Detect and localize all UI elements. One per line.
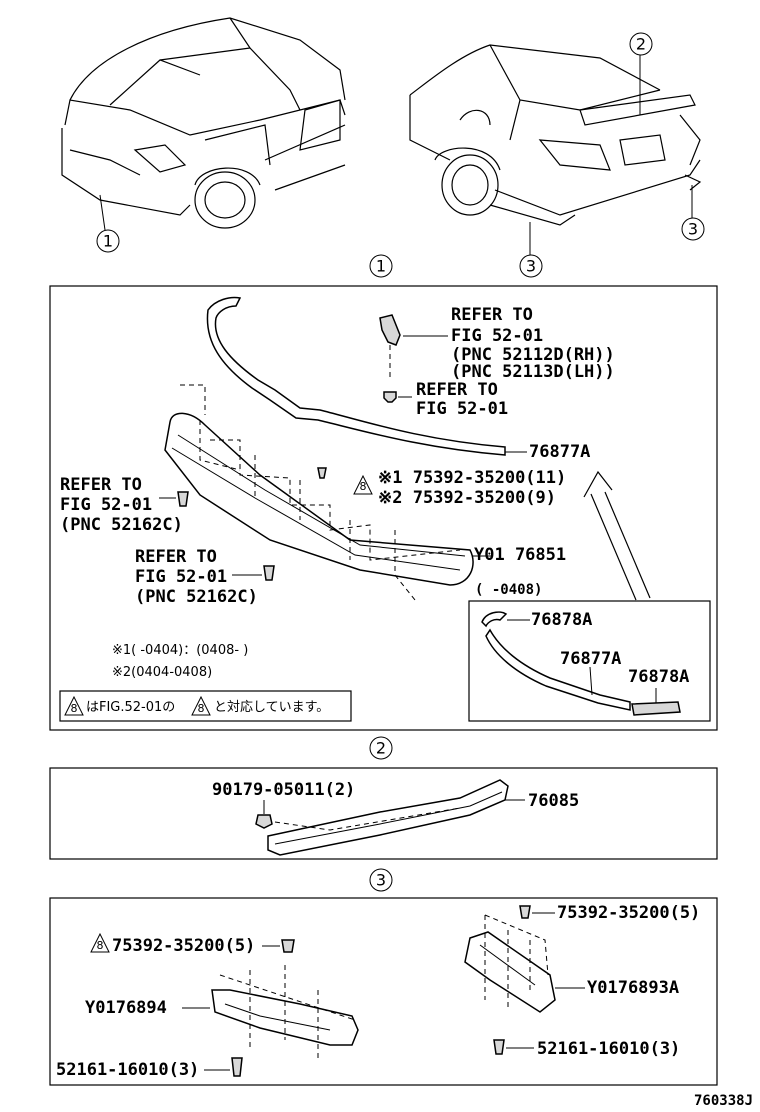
svg-text:3: 3 xyxy=(526,257,536,276)
label-rivet-left: 52161-16010(3) xyxy=(56,1060,199,1080)
nut-part xyxy=(255,800,273,829)
label-Y0176894: Y0176894 xyxy=(85,998,167,1018)
svg-text:8: 8 xyxy=(71,702,78,715)
section-1-frame xyxy=(49,285,718,731)
section-2-header: 2 xyxy=(369,736,393,760)
label-clip-right: 75392-35200(5) xyxy=(557,903,700,923)
note-2: ※2(0404-0408) xyxy=(112,665,212,680)
triangle-left-mark: 8 xyxy=(90,932,110,953)
refer-clip-upper-line1: REFER TO xyxy=(60,475,142,495)
clip-right-part xyxy=(519,905,555,919)
svg-text:3: 3 xyxy=(376,871,386,890)
callout-2-rear: 2 xyxy=(629,32,653,56)
label-inset-76878A-top: 76878A xyxy=(531,610,592,630)
rivet-right-part xyxy=(493,1039,534,1055)
refer-bolt-line1: REFER TO xyxy=(416,380,498,400)
note-1: ※1( -0404)：(0408- ) xyxy=(112,643,248,658)
extension-left-part xyxy=(182,965,359,1060)
inset-parts xyxy=(481,611,681,716)
refer-bracket-line4: (PNC 52113D(LH)) xyxy=(451,362,615,382)
legend-text-a: はFIG.52-01の xyxy=(86,700,175,715)
label-clip-1: ※1 75392-35200(11) xyxy=(378,468,566,488)
refer-bracket-line3: (PNC 52112D(RH)) xyxy=(451,345,615,365)
label-inset-76877A: 76877A xyxy=(560,649,621,669)
refer-bracket-line1: REFER TO xyxy=(451,305,533,325)
refer-clip-upper-line3: (PNC 52162C) xyxy=(60,515,183,535)
clip-left-lower xyxy=(232,565,275,581)
callout-3-rear-right: 3 xyxy=(681,217,705,241)
svg-text:8: 8 xyxy=(198,702,205,715)
front-spoiler-part xyxy=(164,384,474,601)
legend-text-b: と対応しています。 xyxy=(214,700,329,715)
callout-1-front: 1 xyxy=(96,229,120,253)
label-date-range: ( -0408) xyxy=(475,582,542,598)
section-3-header: 3 xyxy=(369,868,393,892)
figure-code: 760338J xyxy=(694,1093,753,1109)
legend-box xyxy=(59,690,352,722)
label-76877A: 76877A xyxy=(529,442,590,462)
legend-triangle-a: 8 xyxy=(64,695,84,716)
clip-left-upper xyxy=(159,491,189,507)
arrow-to-inset xyxy=(583,470,651,601)
label-rivet-right: 52161-16010(3) xyxy=(537,1039,680,1059)
label-Y0176893A: Y0176893A xyxy=(587,978,679,998)
legend-triangle-b: 8 xyxy=(191,695,211,716)
refer-clip-upper-line2: FIG 52-01 xyxy=(60,495,152,515)
refer-bolt-line2: FIG 52-01 xyxy=(416,399,508,419)
label-76085: 76085 xyxy=(528,791,579,811)
label-clip-2: ※2 75392-35200(9) xyxy=(378,488,556,508)
inset-frame xyxy=(468,600,711,722)
callout-number: 1 xyxy=(103,232,113,251)
clip-left-part xyxy=(262,939,295,953)
svg-text:8: 8 xyxy=(360,480,367,493)
svg-text:2: 2 xyxy=(376,739,386,758)
refer-bracket-line2: FIG 52-01 xyxy=(451,326,543,346)
label-inset-76878A-bottom: 76878A xyxy=(628,667,689,687)
rivet-left-part xyxy=(204,1057,243,1077)
label-clip-left: 75392-35200(5) xyxy=(112,936,255,956)
section-1-header: 1 xyxy=(369,254,393,278)
svg-text:3: 3 xyxy=(688,220,698,239)
section-2-frame xyxy=(49,767,718,860)
svg-text:1: 1 xyxy=(376,257,386,276)
section-3-frame xyxy=(49,897,718,1086)
refer-clip-lower-line2: FIG 52-01 xyxy=(135,567,227,587)
clip-part xyxy=(317,467,327,479)
label-nut-90179: 90179-05011(2) xyxy=(212,780,355,800)
label-Y01-76851: Y01 76851 xyxy=(474,545,566,565)
rear-car-illustration xyxy=(409,44,702,255)
refer-clip-lower-line1: REFER TO xyxy=(135,547,217,567)
triangle-mark: 8 xyxy=(353,474,373,495)
rear-spoiler-part xyxy=(267,779,525,856)
bolt-part xyxy=(383,391,412,403)
callout-3-rear-left: 3 xyxy=(519,254,543,278)
svg-text:2: 2 xyxy=(636,35,646,54)
bracket-part xyxy=(379,314,448,380)
moulding-76877A xyxy=(206,296,506,456)
svg-text:8: 8 xyxy=(97,939,104,952)
extension-right-part xyxy=(464,914,585,1013)
refer-clip-lower-line3: (PNC 52162C) xyxy=(135,587,258,607)
front-car-illustration xyxy=(61,17,346,231)
